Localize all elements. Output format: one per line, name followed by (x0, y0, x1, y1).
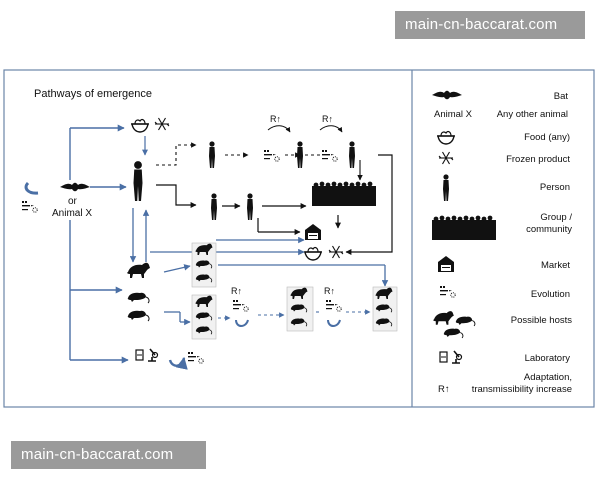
person-icon (133, 161, 143, 201)
watermark-bottom: main-cn-baccarat.com (11, 441, 206, 469)
legend-snowflake-icon (438, 151, 454, 165)
cycle-arrow-icon (168, 356, 188, 370)
legend-label-hosts: Possible hosts (510, 315, 572, 326)
legend-adaptation-icon: R↑ (438, 384, 450, 395)
host-group (286, 286, 314, 332)
person-icon (297, 141, 303, 168)
host-group (191, 294, 217, 340)
source-or-label: or (68, 196, 78, 207)
legend-label-adaptation: Adaptation, transmissibility increase (471, 372, 572, 395)
legend-market-icon (438, 256, 454, 272)
person-animal-links (129, 208, 389, 326)
adaptation-arrow (319, 125, 343, 133)
legend-hosts-icon (433, 311, 476, 339)
bat-icon (60, 182, 90, 192)
host-animal-icon (127, 310, 150, 322)
cycle-arrow-icon (24, 181, 39, 195)
legend-label-evolution: Evolution (531, 289, 570, 300)
legend-crowd-icon (432, 215, 496, 240)
snowflake-icon (328, 245, 344, 259)
legend: Bat Animal X Any other animal Food (any)… (432, 90, 572, 395)
evolution-chain-arrows (218, 309, 371, 321)
source-animal-label: Animal X (52, 208, 92, 219)
crowd-icon (312, 181, 376, 206)
person-icon (247, 193, 253, 220)
evolution-icon (232, 299, 249, 312)
watermark-top: main-cn-baccarat.com (395, 11, 585, 39)
cycle-arrow-icon (235, 319, 249, 327)
host-animal-icon (127, 292, 150, 304)
legend-bat-icon (432, 90, 462, 100)
evolution-icon (321, 149, 338, 162)
adaptation-label: R↑ (270, 114, 281, 124)
legend-lab-icon (439, 350, 463, 364)
market-icon (305, 224, 321, 240)
evolution-icon (325, 299, 342, 312)
food-bowl-icon (303, 246, 323, 261)
food-bowl-icon (130, 118, 150, 133)
legend-person-icon (443, 174, 449, 201)
legend-label-lab: Laboratory (525, 353, 571, 364)
host-group (191, 242, 217, 288)
adaptation-label: R↑ (324, 286, 335, 296)
adaptation-label: R↑ (231, 286, 242, 296)
diagram-title: Pathways of emergence (34, 88, 152, 100)
legend-label-market: Market (541, 260, 570, 271)
legend-label-group: Group / community (526, 212, 572, 235)
legend-label-bat: Bat (554, 91, 569, 102)
legend-label-animal-x: Animal X (434, 109, 473, 120)
lab-icon (135, 348, 159, 362)
snowflake-icon (154, 117, 170, 131)
host-group (372, 286, 398, 332)
legend-food-icon (436, 130, 456, 145)
person-icon (211, 193, 217, 220)
evolution-icon (21, 200, 38, 213)
diagram-frame (3, 69, 595, 408)
legend-label-food: Food (any) (524, 132, 570, 143)
person-icon (349, 141, 355, 168)
adaptation-label: R↑ (322, 114, 333, 124)
legend-label-frozen: Frozen product (506, 154, 570, 165)
host-animal-icon (127, 262, 150, 278)
evolution-icon (263, 149, 280, 162)
adaptation-arrow (267, 125, 291, 133)
upper-dashed-path (156, 142, 320, 166)
person-icon (209, 141, 215, 168)
source-node: or Animal X (21, 181, 92, 219)
source-trunk (69, 124, 129, 364)
cycle-arrow-icon (327, 319, 341, 327)
lower-solid-path (156, 154, 393, 255)
legend-label-person: Person (540, 182, 570, 193)
legend-label-other-animal: Any other animal (497, 109, 568, 120)
evolution-icon (187, 351, 204, 364)
legend-evolution-icon (439, 285, 456, 298)
